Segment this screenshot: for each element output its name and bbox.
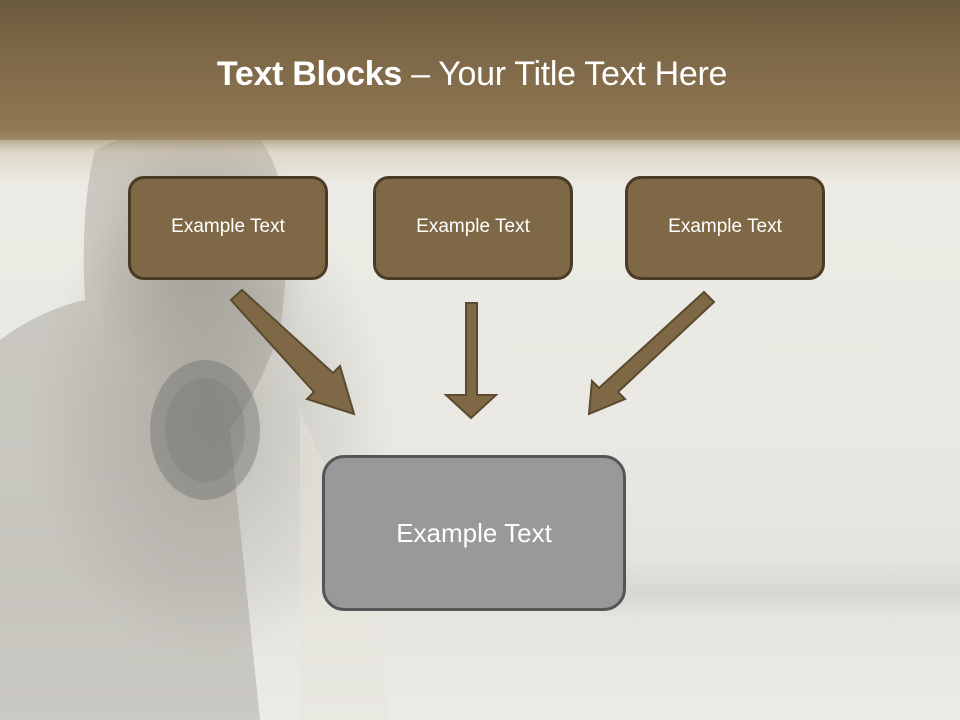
text-block-3[interactable]: Example Text xyxy=(625,176,825,280)
title-bold: Text Blocks xyxy=(216,55,402,93)
background-horizon xyxy=(600,560,960,620)
text-block-1-label: Example Text xyxy=(171,216,285,237)
text-block-2[interactable]: Example Text xyxy=(373,176,573,280)
arrow-diagonal-down-left-icon xyxy=(587,290,716,416)
result-block[interactable]: Example Text xyxy=(322,455,626,611)
title-regular: Your Title Text Here xyxy=(438,55,728,93)
text-block-2-label: Example Text xyxy=(416,216,530,237)
header-band xyxy=(0,0,960,140)
arrow-diagonal-down-right-icon xyxy=(229,288,356,416)
header-fade xyxy=(0,125,960,185)
text-block-3-label: Example Text xyxy=(668,216,782,237)
title-separator: – xyxy=(401,55,439,93)
result-block-label: Example Text xyxy=(396,517,552,548)
arrow-down-icon xyxy=(443,302,499,420)
slide-title: Text Blocks – Your Title Text Here xyxy=(0,52,944,96)
text-block-1[interactable]: Example Text xyxy=(128,176,328,280)
